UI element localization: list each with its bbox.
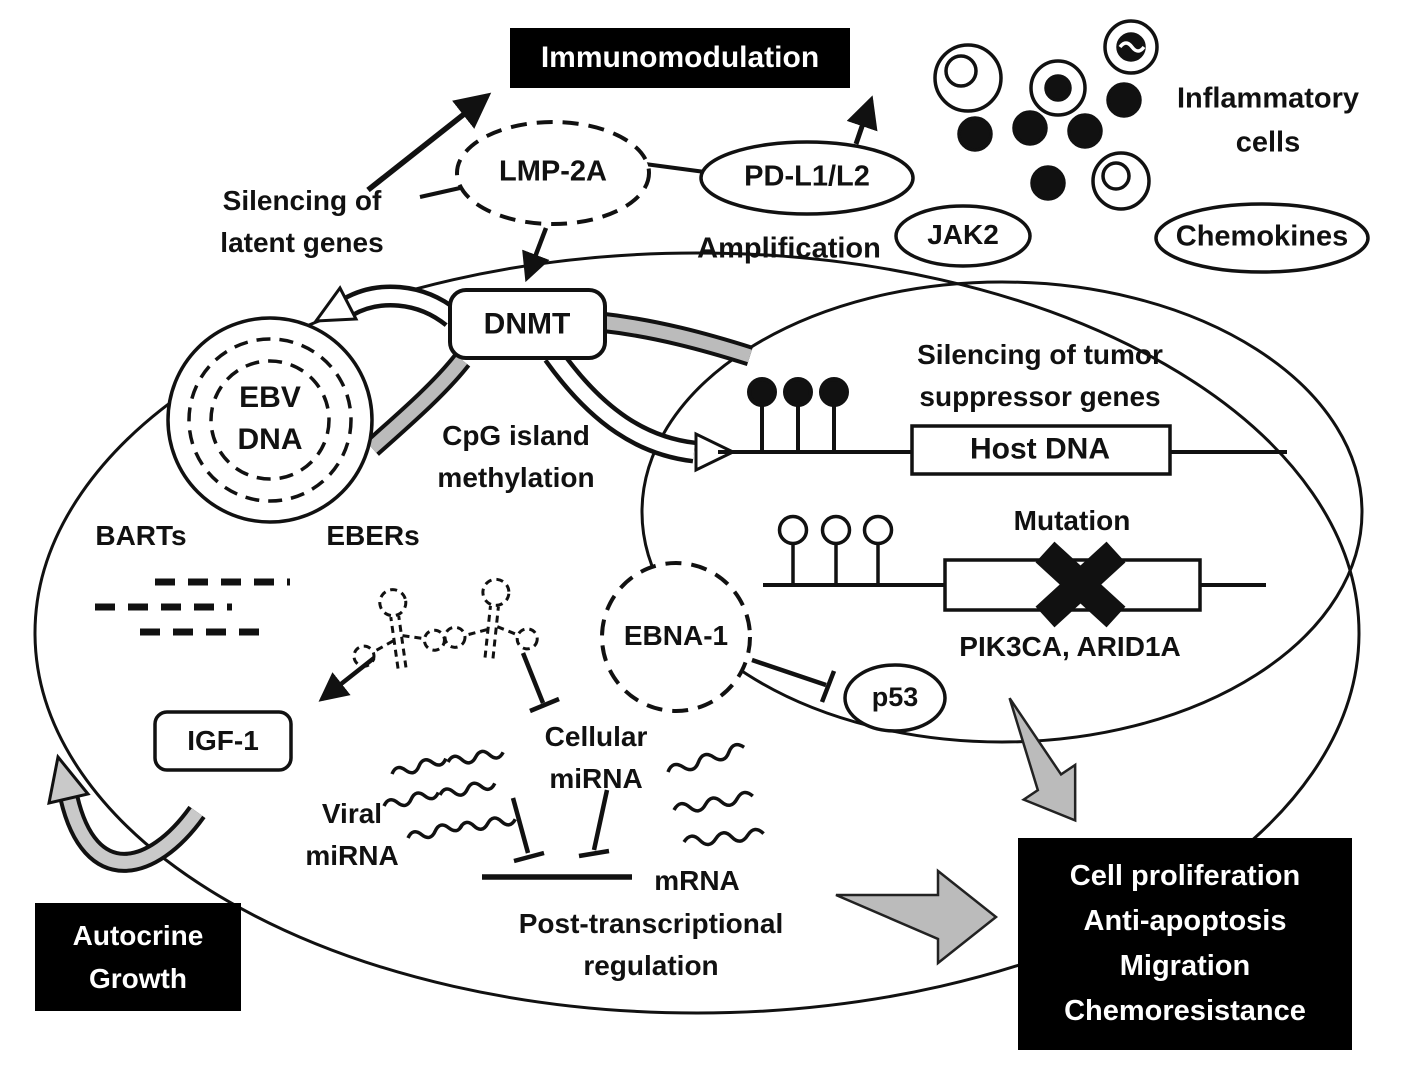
eber-inhibits-cellular-mirna xyxy=(520,652,560,714)
mutation-x-icon xyxy=(1035,541,1126,628)
cellular-mirna-label: Cellular miRNA xyxy=(544,721,648,794)
silencing-latent-genes-label: Silencing of latent genes xyxy=(220,185,384,258)
host-dna-strand xyxy=(718,377,1287,476)
igf1-label: IGF-1 xyxy=(187,725,259,756)
cell-membrane xyxy=(33,251,1361,1015)
outcome-migration: Migration xyxy=(1119,950,1251,982)
jak2-label: JAK2 xyxy=(927,219,999,250)
jak2-ellipse xyxy=(894,204,1032,268)
immunomodulation-label: Immunomodulation xyxy=(540,40,820,74)
cellular-mirna-inhibits-mrna xyxy=(578,789,610,859)
p53-ellipse xyxy=(843,663,947,733)
eber-to-igf1-arrow xyxy=(318,656,376,702)
inflammatory-cells-label: Inflammatory cells xyxy=(1176,82,1360,159)
autocrine-growth-box: Autocrine Growth xyxy=(35,903,241,1011)
lmp2a-ellipse xyxy=(455,120,651,226)
ebv-dna-label: EBV DNA xyxy=(237,381,303,456)
igf1-box xyxy=(153,710,293,772)
post-transcriptional-label: Post-transcriptional regulation xyxy=(518,908,784,981)
cellular-mirna-squiggles xyxy=(664,740,766,849)
p53-to-outcomes-arrow xyxy=(1008,697,1077,823)
mutation-label: Mutation xyxy=(1013,505,1131,536)
pdl1l2-label: PD-L1/L2 xyxy=(744,160,870,193)
autocrine-label-line2: Growth xyxy=(89,963,187,994)
ebers-label: EBERs xyxy=(326,520,420,551)
dnmt-to-hostdna-arrow xyxy=(543,348,737,473)
mutated-gene-strand xyxy=(763,514,1266,628)
chemokines-label: Chemokines xyxy=(1175,220,1349,253)
immunomodulation-box: Immunomodulation xyxy=(510,28,850,88)
silencing-tumor-label: Silencing of tumor suppressor genes xyxy=(917,339,1163,412)
host-dna-box xyxy=(910,424,1172,476)
dnmt-to-ebv-arrow xyxy=(312,284,460,328)
silencing-lmp2a-link xyxy=(419,186,461,199)
unmethylated-cpg-marks xyxy=(777,514,894,585)
mrna-label: mRNA xyxy=(654,865,740,896)
silencing-to-immunomodulation-arrow xyxy=(366,92,492,193)
mrna-to-outcomes-arrow xyxy=(835,868,999,966)
dnmt-label: DNMT xyxy=(483,307,571,341)
barts-label: BARTs xyxy=(95,520,187,551)
viral-mirna-squiggles xyxy=(381,746,518,845)
ebna1-label: EBNA-1 xyxy=(623,620,729,651)
dnmt-box xyxy=(448,288,607,360)
autocrine-label-line1: Autocrine xyxy=(72,919,204,951)
lmp2a-to-dnmt-arrow xyxy=(522,227,550,283)
inflammatory-cells-icon xyxy=(933,19,1159,211)
outcome-anti-apoptosis: Anti-apoptosis xyxy=(1083,905,1287,938)
outcome-chemoresistance: Chemoresistance xyxy=(1064,994,1306,1027)
lmp2a-pdl1-link xyxy=(644,162,706,174)
chemokines-ellipse xyxy=(1154,202,1370,274)
mutated-genes-label: PIK3CA, ARID1A xyxy=(959,631,1181,662)
nucleus-membrane xyxy=(640,280,1364,744)
pdl1l2-ellipse xyxy=(699,140,915,216)
bart-transcripts xyxy=(95,578,290,636)
viral-mirna-inhibits-mrna xyxy=(510,797,545,864)
ebv-to-dnmt-band xyxy=(365,353,471,456)
outcome-cell-proliferation: Cell proliferation xyxy=(1069,860,1301,893)
methylated-cpg-marks xyxy=(747,377,849,452)
dnmt-right-band xyxy=(598,311,754,367)
viral-mirna-label: Viral miRNA xyxy=(305,798,399,871)
amplification-label: Amplification xyxy=(697,232,881,265)
autocrine-feedback-arrow xyxy=(47,753,206,873)
host-dna-label: Host DNA xyxy=(970,432,1110,466)
ebna1-inhibits-p53 xyxy=(751,657,837,703)
ebna1-circle xyxy=(600,561,752,713)
pdl1-to-immunomodulation-arrow xyxy=(846,95,878,145)
outcomes-box: Cell proliferation Anti-apoptosis Migrat… xyxy=(1018,838,1352,1050)
cpg-methylation-label: CpG island methylation xyxy=(437,420,595,493)
ebv-episome xyxy=(166,316,374,524)
lmp2a-label: LMP-2A xyxy=(499,155,607,188)
p53-label: p53 xyxy=(871,681,919,712)
